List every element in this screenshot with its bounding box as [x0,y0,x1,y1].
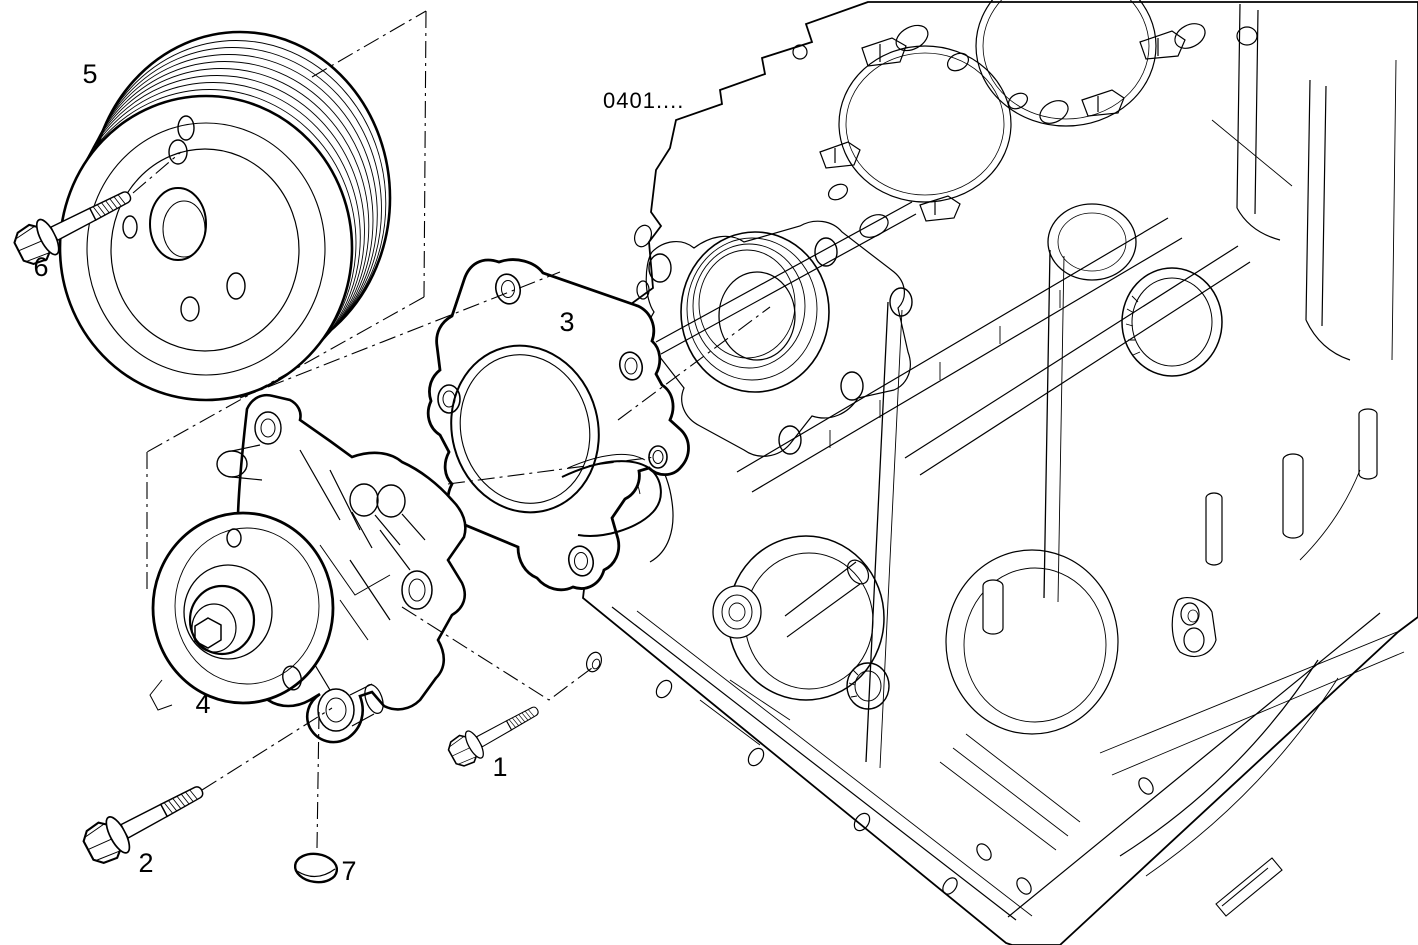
pulley-projection-line-top [311,10,427,78]
bolt-2-axis-line [201,707,333,791]
pulley-face [58,94,354,402]
callout-1: 1 [492,752,507,782]
callout-6: 6 [33,252,48,282]
gasket-part-3 [426,258,690,592]
construction-lines [132,10,771,849]
projection-box-diagonal [146,296,425,453]
callout-4: 4 [195,689,210,719]
gasket-center-axis-line [447,456,656,485]
gasket-block-axis-line [617,306,771,421]
callout-2: 2 [138,848,153,878]
callout-7: 7 [341,856,356,886]
callout-labels: 1 2 3 4 5 6 7 0401.... [33,59,684,886]
engine-block [582,0,1418,945]
projection-box-vertical-right [423,10,427,298]
pump-flange-disc [151,511,335,705]
callout-3: 3 [559,307,574,337]
bolt-1-axis-line [401,606,593,701]
callout-5: 5 [82,59,97,89]
pulley-bolt-axis-line [132,151,182,194]
core-plug-part-7 [293,852,339,884]
gasket-outline [426,258,690,592]
plug-axis-line [316,711,320,849]
water-pump-part-4 [149,393,467,744]
reference-code: 0401.... [603,88,684,113]
pump-hex-socket [194,617,222,649]
pulley-part-5 [58,30,392,402]
pump-gasket-axis-line [239,271,561,399]
